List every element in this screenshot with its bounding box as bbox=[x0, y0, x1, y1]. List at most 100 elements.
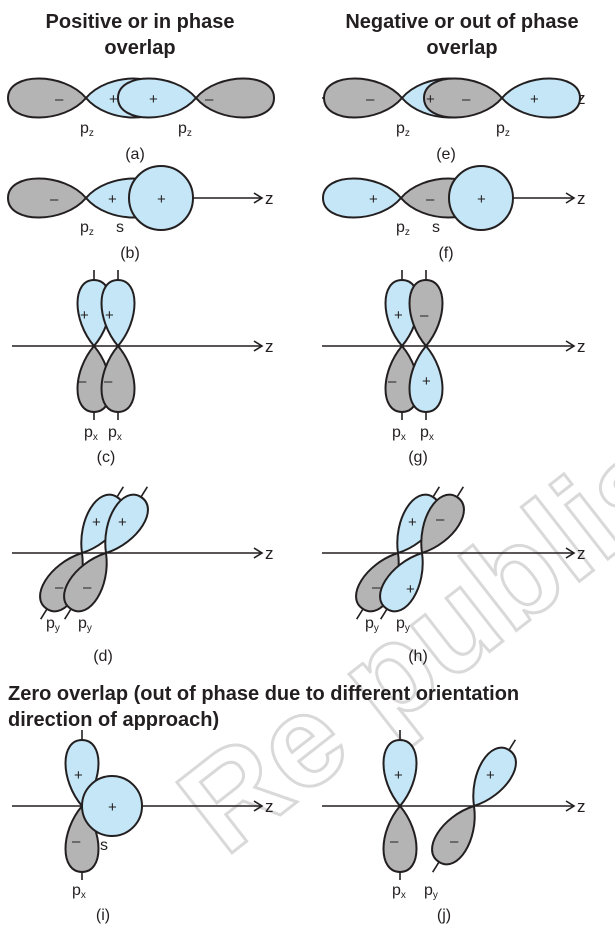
sign-minus: – bbox=[205, 91, 214, 108]
caption-j: (j) bbox=[437, 907, 451, 924]
p-orbital-lobe-positive bbox=[502, 79, 580, 118]
sign-minus: – bbox=[366, 91, 375, 108]
heading-zero-line1: Zero overlap (out of phase due to differ… bbox=[8, 683, 519, 705]
panel-e: z – + – + pz pz (e) bbox=[322, 79, 586, 164]
caption-d: (d) bbox=[93, 648, 113, 665]
sign-plus: + bbox=[530, 91, 539, 108]
caption-f: (f) bbox=[438, 245, 453, 262]
p-orbital-lobe-negative bbox=[8, 79, 86, 118]
z-axis-label: z bbox=[265, 544, 274, 563]
sign-plus: + bbox=[109, 91, 118, 108]
heading-positive-line1: Positive or in phase bbox=[46, 11, 235, 33]
heading-zero-line2: direction of approach) bbox=[8, 709, 219, 731]
orbital-axis-tick bbox=[457, 487, 463, 497]
orbital-axis-tick bbox=[433, 487, 439, 497]
z-axis-label: z bbox=[577, 337, 586, 356]
sign-plus: + bbox=[118, 514, 127, 531]
orbital-label-px: px bbox=[392, 424, 406, 443]
sign-plus: + bbox=[149, 91, 158, 108]
orbital-label-pz: pz bbox=[396, 219, 410, 238]
sign-plus: + bbox=[394, 767, 403, 784]
orbital-label-s: s bbox=[432, 219, 440, 236]
p-orbital-lobe-positive bbox=[323, 179, 401, 218]
sign-plus: + bbox=[426, 91, 435, 108]
caption-b: (b) bbox=[120, 245, 140, 262]
caption-h: (h) bbox=[408, 648, 428, 665]
sign-plus: + bbox=[406, 581, 415, 598]
caption-a: (a) bbox=[125, 146, 145, 163]
sign-minus: – bbox=[450, 833, 459, 850]
orbital-label-px: px bbox=[84, 424, 98, 443]
sign-plus: + bbox=[157, 191, 166, 208]
sign-plus: + bbox=[408, 514, 417, 531]
sign-plus: + bbox=[486, 767, 495, 784]
sign-minus: – bbox=[388, 373, 397, 390]
sign-plus: + bbox=[74, 767, 83, 784]
sign-minus: – bbox=[420, 307, 429, 324]
orbital-label-py: py bbox=[78, 615, 92, 634]
orbital-axis-tick bbox=[141, 487, 147, 497]
panel-d: z + + – – py py (d) bbox=[12, 478, 274, 665]
z-axis-label: z bbox=[577, 544, 586, 563]
sign-minus: – bbox=[55, 91, 64, 108]
sign-minus: – bbox=[436, 511, 445, 528]
z-axis-label: z bbox=[265, 797, 274, 816]
sign-plus: + bbox=[369, 191, 378, 208]
z-axis-label: z bbox=[265, 189, 274, 208]
sign-minus: – bbox=[83, 579, 92, 596]
heading-negative-line1: Negative or out of phase bbox=[345, 11, 578, 33]
p-orbital-lobe-negative bbox=[8, 179, 86, 218]
sign-plus: + bbox=[422, 373, 431, 390]
z-axis-label: z bbox=[265, 337, 274, 356]
orbital-label-px: px bbox=[108, 424, 122, 443]
caption-i: (i) bbox=[96, 907, 110, 924]
orbital-label-s: s bbox=[100, 837, 108, 854]
z-axis-label: z bbox=[577, 797, 586, 816]
sign-plus: + bbox=[108, 799, 117, 816]
sign-minus: – bbox=[72, 833, 81, 850]
panel-f: z + – + pz s (f) bbox=[322, 166, 586, 262]
p-orbital-lobe-negative bbox=[384, 806, 417, 872]
caption-c: (c) bbox=[97, 449, 116, 466]
sign-plus: + bbox=[394, 307, 403, 324]
orbital-label-px: px bbox=[72, 882, 86, 901]
sign-minus: – bbox=[462, 91, 471, 108]
caption-e: (e) bbox=[436, 146, 456, 163]
orbital-label-pz: pz bbox=[80, 120, 94, 139]
sign-plus: + bbox=[108, 191, 117, 208]
panel-g: z + – – + px px (g) bbox=[322, 270, 586, 466]
orbital-label-pz: pz bbox=[178, 120, 192, 139]
orbital-axis-tick bbox=[433, 862, 439, 872]
sign-plus: + bbox=[477, 191, 486, 208]
z-axis-label: z bbox=[577, 189, 586, 208]
sign-plus: + bbox=[92, 514, 101, 531]
panel-a: z – + + – pz pz (a) bbox=[8, 79, 274, 164]
sign-minus: – bbox=[50, 191, 59, 208]
orbital-label-pz: pz bbox=[496, 120, 510, 139]
heading-positive-line2: overlap bbox=[104, 37, 175, 59]
p-orbital-lobe-negative bbox=[324, 79, 402, 118]
sign-minus: – bbox=[390, 833, 399, 850]
sign-minus: – bbox=[55, 579, 64, 596]
sign-plus: + bbox=[80, 307, 89, 324]
orbital-label-px: px bbox=[420, 424, 434, 443]
heading-negative-line2: overlap bbox=[426, 37, 497, 59]
orbital-label-pz: pz bbox=[396, 120, 410, 139]
caption-g: (g) bbox=[408, 449, 428, 466]
sign-minus: – bbox=[104, 373, 113, 390]
orbital-label-pz: pz bbox=[80, 219, 94, 238]
sign-minus: – bbox=[426, 191, 435, 208]
orbital-axis-tick bbox=[65, 609, 71, 619]
panel-b: z – + + pz s (b) bbox=[8, 166, 274, 262]
sign-plus: + bbox=[105, 307, 114, 324]
orbital-axis-tick bbox=[117, 487, 123, 497]
orbital-label-py: py bbox=[424, 882, 438, 901]
orbital-label-px: px bbox=[392, 882, 406, 901]
sign-minus: – bbox=[372, 579, 381, 596]
orbital-label-py: py bbox=[46, 615, 60, 634]
sign-minus: – bbox=[78, 373, 87, 390]
panel-c: z + + – – px px (c) bbox=[12, 270, 274, 466]
orbital-label-s: s bbox=[116, 219, 124, 236]
